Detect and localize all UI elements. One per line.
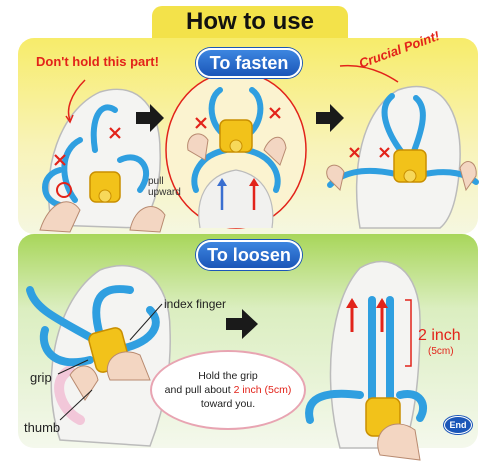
thumb-label: thumb [24,420,61,435]
grip-label: grip [30,370,52,385]
instruction-line2-distance: 2 inch (5cm) [233,384,292,396]
index-finger-label: index finger [164,297,227,311]
pull-label-line1: pull [148,176,164,187]
page-title: How to use [185,8,314,35]
instruction-line3: toward you. [200,398,256,410]
next-step-arrow-icon [136,104,164,132]
distance-label: 2 inch [418,327,461,344]
pull-label-line2: upward [148,187,181,198]
loosen-arrow-icon [226,309,258,339]
loosen-heading: To loosen [196,240,302,270]
next-step-arrow-icon-2 [316,104,344,132]
fasten-step1-illustration [39,79,166,233]
instruction-line2-text: and pull about [164,384,234,396]
warning-label: Don't hold this part! [36,54,159,69]
fasten-step2-illustration [165,71,307,229]
end-badge: End [444,416,472,434]
instruction-line2: and pull about 2 inch (5cm) [165,383,292,397]
instruction-bubble: Hold the grip and pull about 2 inch (5cm… [150,350,306,430]
loosen-right-illustration [305,260,428,461]
pull-upward-label: pull upward [148,176,181,198]
fasten-heading: To fasten [196,48,302,78]
distance-metric-label: (5cm) [428,346,454,357]
instruction-line1: Hold the grip [198,370,258,382]
loosen-left-illustration [26,265,171,447]
fasten-step3-illustration [326,64,479,229]
title-tab: How to use [152,6,348,38]
